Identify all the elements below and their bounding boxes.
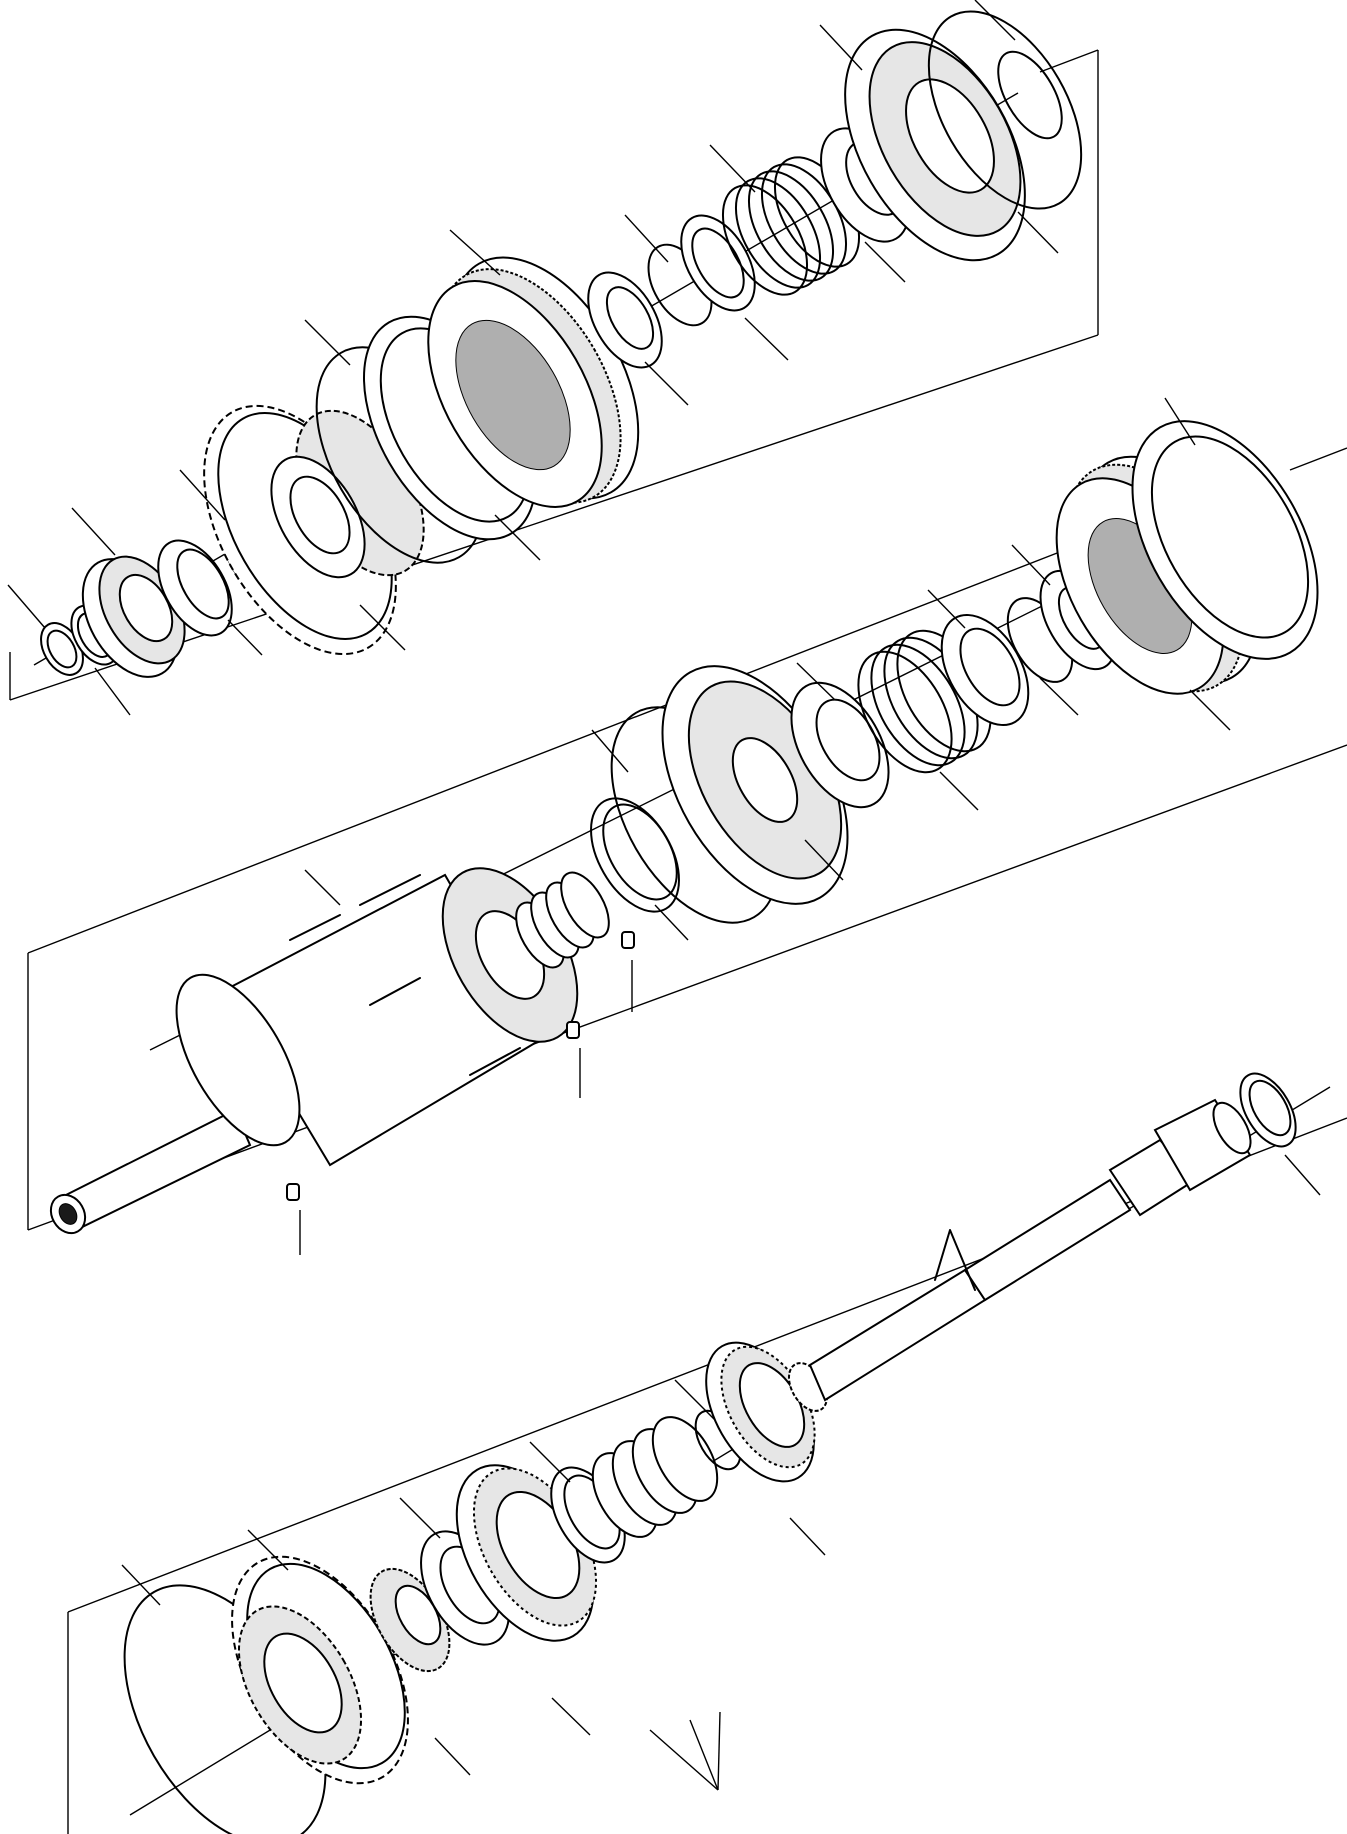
middle-clutch-drum-shaft — [49, 420, 1319, 1235]
gear — [231, 1555, 409, 1785]
upper-group-frame — [9, 49, 1099, 701]
break-mark-icon — [934, 1229, 976, 1291]
plug — [621, 931, 635, 949]
shim-washers — [591, 1409, 742, 1538]
thrust-ring — [647, 214, 756, 327]
plug-3 — [286, 1183, 300, 1201]
thrust-washer-middle — [940, 614, 1030, 726]
seal-ring — [927, 10, 1083, 210]
spring-pack — [721, 156, 861, 296]
center-axes — [33, 92, 1331, 1816]
callout-leaders — [7, 0, 1321, 1791]
plug-2 — [566, 1021, 580, 1039]
seal-ring-lower — [1239, 1072, 1297, 1148]
lower-output-shaft — [123, 1072, 1297, 1834]
seal-ring-middle — [590, 797, 680, 913]
seal-rings — [515, 871, 610, 969]
thrust-washer-2 — [587, 271, 663, 369]
middle-group-frame — [27, 447, 1347, 1231]
end-plate-middle — [1131, 420, 1319, 660]
shaft — [788, 1098, 1252, 1412]
piston-housing — [844, 28, 1026, 262]
thrust-washer — [157, 539, 233, 637]
upper-clutch-assembly — [40, 10, 1083, 678]
